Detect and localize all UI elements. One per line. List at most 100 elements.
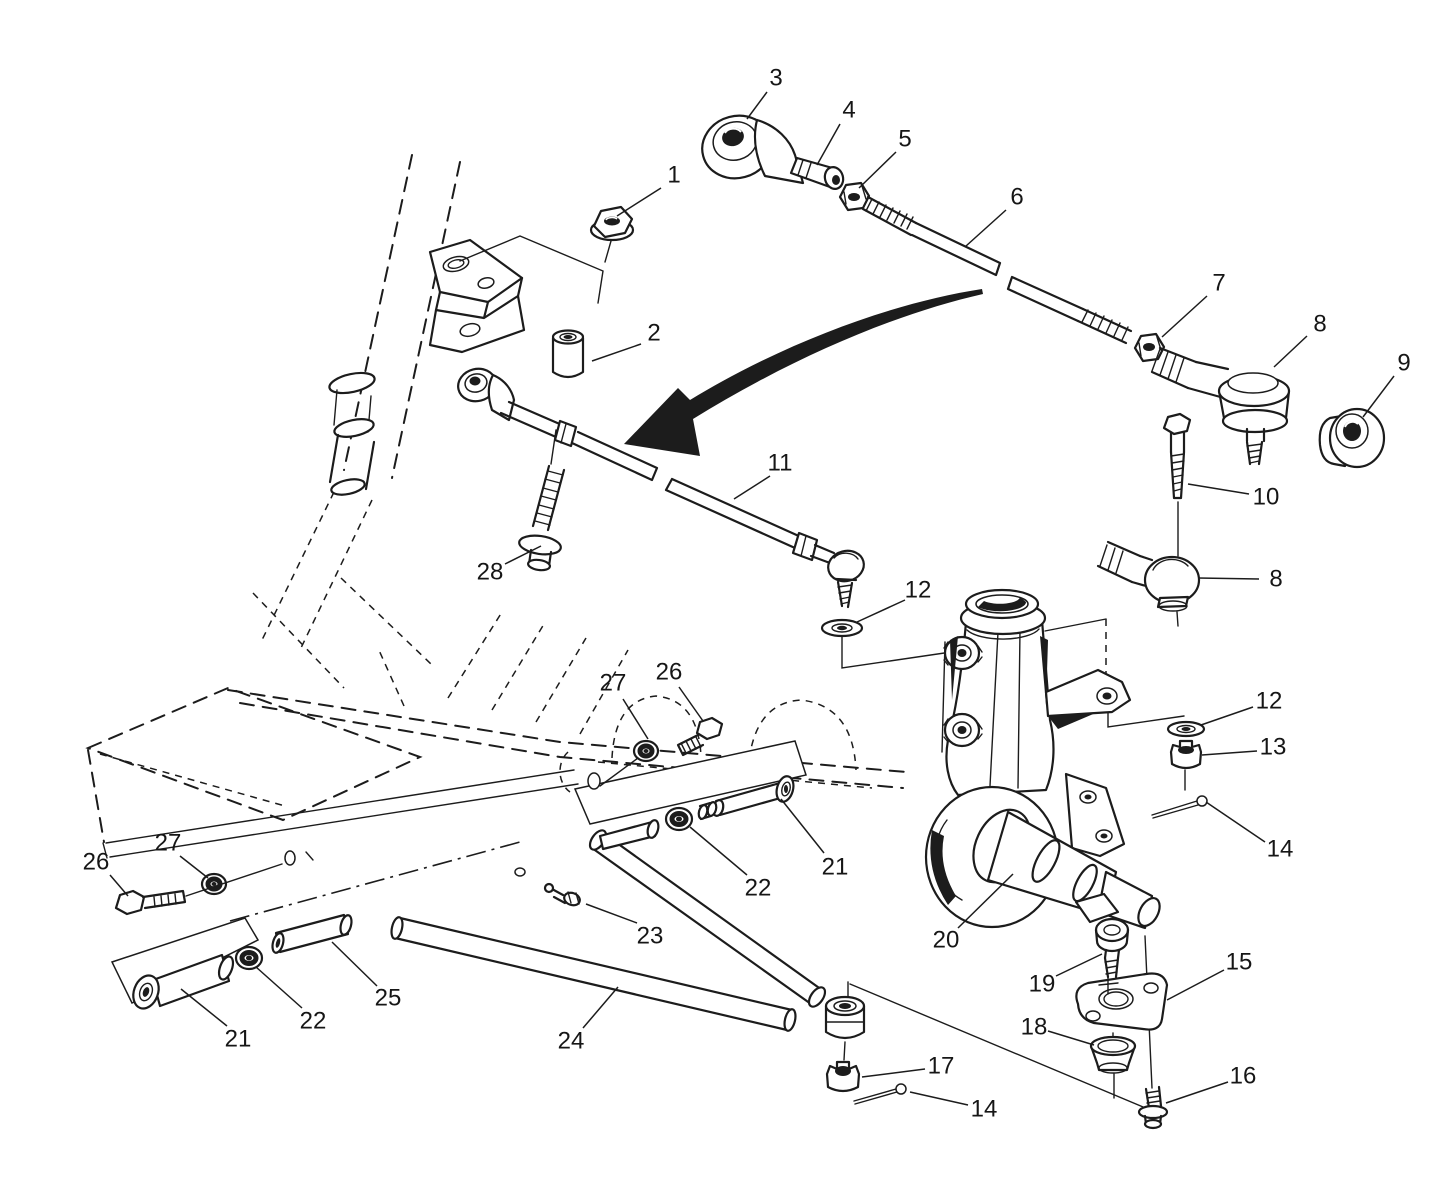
callout-label-15: 15: [1226, 949, 1253, 976]
callout-leader-22b: [255, 966, 303, 1009]
part-20-knuckle: [924, 588, 1161, 930]
callout-leader-14a: [1205, 801, 1266, 843]
callout-leader-26a: [678, 686, 704, 722]
callout-label-24: 24: [558, 1028, 585, 1055]
callout-leader-6: [965, 209, 1007, 247]
callout-label-13: 13: [1260, 734, 1287, 761]
callout-leader-1: [616, 187, 662, 217]
part-1-flange-nut: [589, 205, 635, 242]
callout-leader-25: [331, 941, 378, 987]
callout-leader-12a: [856, 599, 906, 623]
callout-leader-4: [816, 123, 841, 166]
callout-leader-18: [1047, 1030, 1095, 1046]
callout-label-17: 17: [928, 1053, 955, 1080]
callout-leader-3: [746, 91, 768, 120]
part-17-castle-nut: [825, 1060, 861, 1093]
part-22-washer-right: [664, 806, 694, 832]
part-16-bolt: [1137, 1085, 1169, 1130]
knuckle-lug-lower: [943, 712, 983, 748]
callout-label-14a: 14: [1267, 836, 1294, 863]
callout-label-28: 28: [477, 559, 504, 586]
callout-label-19: 19: [1029, 971, 1056, 998]
part-27-washer-right: [632, 739, 660, 763]
callout-label-25: 25: [375, 985, 402, 1012]
callout-label-14b: 14: [971, 1096, 998, 1123]
callout-label-1: 1: [667, 162, 680, 189]
callout-label-5: 5: [898, 126, 911, 153]
callout-label-8b: 8: [1269, 566, 1282, 593]
callout-label-22b: 22: [300, 1008, 327, 1035]
part-4-shaft: [789, 156, 845, 190]
part-9-bushing: [1318, 407, 1386, 469]
callout-leader-10: [1187, 483, 1250, 495]
part-6-tie-rod: [861, 195, 1133, 345]
part-13-castle-nut: [1169, 739, 1203, 791]
part-19-bolt: [1094, 917, 1130, 979]
part-21-bushing-left: [132, 953, 235, 1010]
callout-leader-17: [861, 1068, 926, 1078]
part-10-bolt: [1162, 412, 1192, 557]
part-26-bolt-right: [676, 716, 724, 757]
callout-leader-7: [1161, 295, 1208, 338]
callout-leader-16: [1165, 1081, 1229, 1104]
callout-label-18: 18: [1021, 1014, 1048, 1041]
callout-label-21a: 21: [822, 854, 849, 881]
callout-label-8: 8: [1313, 311, 1326, 338]
part-7-nut: [1133, 332, 1166, 363]
callout-label-27a: 27: [600, 670, 627, 697]
callout-label-3: 3: [769, 65, 782, 92]
callout-leader-11: [733, 475, 771, 500]
callout-label-4: 4: [842, 97, 855, 124]
callout-leader-27a: [622, 698, 649, 740]
callout-leader-9: [1362, 375, 1395, 418]
direction-arrow-icon: [624, 289, 983, 456]
callout-label-21b: 21: [225, 1026, 252, 1053]
part-14-cotter-pin-lower: [853, 1083, 907, 1105]
callout-leader-24: [582, 986, 619, 1029]
callout-label-10: 10: [1253, 484, 1280, 511]
callout-label-12a: 12: [905, 577, 932, 604]
part-11-tie-rod: [457, 367, 959, 669]
steering-bracket: [428, 235, 612, 354]
tie-rod-end-chain: [701, 114, 1386, 819]
part-5-nut: [838, 181, 871, 212]
callout-leader-13: [1201, 750, 1258, 756]
part-23-grease-fitting: [543, 882, 581, 907]
part-14-cotter-pin-right: [1151, 795, 1208, 819]
part-2-spacer: [551, 329, 585, 379]
callout-leader-14b: [909, 1091, 969, 1106]
sleeve-right: [697, 801, 718, 821]
callout-label-12b: 12: [1256, 688, 1283, 715]
callout-label-20: 20: [933, 927, 960, 954]
callout-label-26b: 26: [83, 849, 110, 876]
callout-leader-28: [504, 545, 542, 565]
steering-column: [328, 154, 461, 496]
callout-leader-21b: [180, 988, 228, 1027]
part-28-bolt: [518, 429, 566, 572]
callout-leader-23: [585, 903, 638, 924]
callout-label-26a: 26: [656, 659, 683, 686]
callout-label-9: 9: [1397, 350, 1410, 377]
callout-leader-21a: [780, 798, 825, 854]
part-8-tie-rod-end-lower: [1044, 540, 1201, 728]
a-arm-ball-housing: [824, 981, 866, 1040]
part-24-a-arm: [390, 819, 907, 1105]
callout-leader-2: [591, 343, 642, 362]
part-26-bolt-left: [114, 889, 187, 916]
callout-leader-8b: [1197, 577, 1260, 580]
callout-leader-5: [858, 151, 897, 189]
part-22-washer-left: [234, 945, 264, 971]
callout-leader-12b: [1200, 706, 1254, 726]
part-12-washer-right: [1166, 720, 1206, 738]
callout-leader-19: [1055, 953, 1103, 977]
callout-leader-8: [1273, 335, 1308, 368]
callout-leader-15: [1166, 969, 1225, 1001]
callout-leader-20: [957, 873, 1014, 929]
frame-phantom: [85, 491, 907, 922]
pivot-hardware-left: [110, 850, 353, 1010]
part-3-rod-end: [701, 114, 805, 185]
callout-label-2: 2: [647, 320, 660, 347]
callout-leader-22a: [689, 826, 748, 876]
